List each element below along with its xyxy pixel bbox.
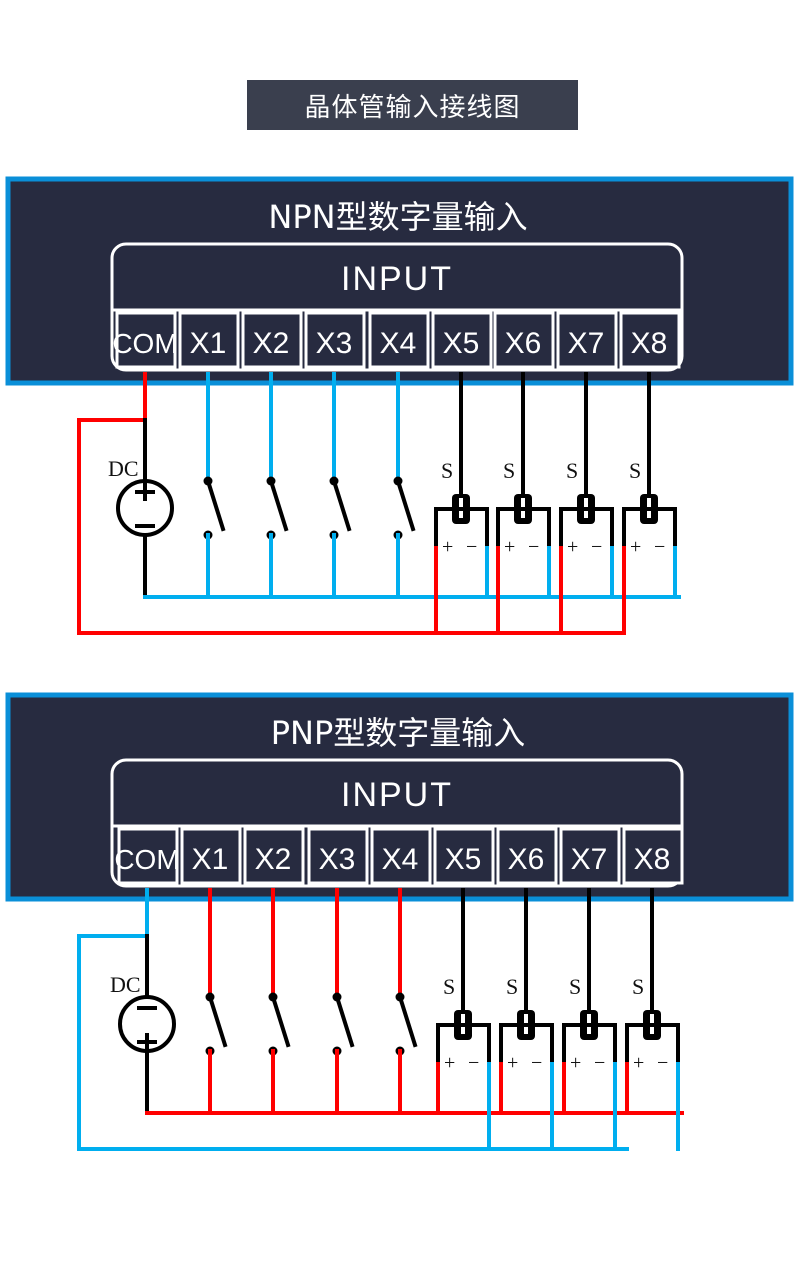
sensor-minus-label: −: [468, 1052, 479, 1074]
sensor-plus-label: +: [507, 1052, 518, 1074]
switch-blade-icon: [334, 994, 355, 1048]
terminal-x6: [496, 827, 558, 885]
terminal-x6: [493, 311, 555, 369]
sensor-plus-label: +: [504, 536, 515, 558]
terminal-label: X4: [380, 327, 417, 360]
terminal-label: X1: [192, 843, 229, 876]
terminal-label: X6: [508, 843, 545, 876]
sensor-signal-label: S: [506, 974, 518, 999]
sensor-signal-label: S: [566, 458, 578, 483]
switch-blade-icon: [397, 994, 418, 1048]
supply-loop-wire: [77, 934, 629, 1151]
sensor-bracket: [562, 1023, 617, 1066]
sensor-bracket: [436, 1023, 491, 1066]
panel-title: NPN型数字量输入: [268, 198, 527, 236]
terminal-x2: [243, 827, 305, 885]
terminal-label: X7: [568, 327, 605, 360]
sensor-signal-label: S: [632, 974, 644, 999]
switch-blade-icon: [268, 478, 289, 532]
terminal-x3: [307, 827, 369, 885]
sensor-plus-label: +: [633, 1052, 644, 1074]
switch-blade-icon: [331, 478, 352, 532]
terminal-x1: [178, 311, 240, 369]
sensor-signal-label: S: [629, 458, 641, 483]
sensor-bracket: [434, 507, 489, 550]
diagram-title: 晶体管输入接线图: [247, 80, 578, 130]
terminal-label: X4: [382, 843, 419, 876]
input-label: INPUT: [341, 260, 453, 298]
switch-blade-icon: [270, 994, 291, 1048]
input-label: INPUT: [341, 776, 453, 814]
sensor-minus-label: −: [531, 1052, 542, 1074]
terminal-x1: [180, 827, 242, 885]
terminal-com: [115, 311, 177, 369]
terminal-x4: [368, 311, 430, 369]
terminal-x8: [622, 827, 684, 885]
terminal-x5: [433, 827, 495, 885]
sensor-bracket: [625, 1023, 680, 1066]
terminal-label: X3: [316, 327, 353, 360]
sensor-bracket: [622, 507, 677, 550]
terminal-label: X6: [505, 327, 542, 360]
terminal-label: COM: [114, 844, 179, 875]
sensor-minus-label: −: [591, 536, 602, 558]
terminal-x2: [241, 311, 303, 369]
sensor-bracket: [496, 507, 551, 550]
sensor-plus-label: +: [442, 536, 453, 558]
sensor-signal-label: S: [441, 458, 453, 483]
terminal-label: X5: [445, 843, 482, 876]
terminal-label: X8: [631, 327, 668, 360]
terminal-x7: [559, 827, 621, 885]
terminal-x4: [370, 827, 432, 885]
sensor-plus-label: +: [444, 1052, 455, 1074]
sensor-minus-label: −: [594, 1052, 605, 1074]
terminal-x7: [556, 311, 618, 369]
terminal-label: X8: [634, 843, 671, 876]
terminal-label: X2: [253, 327, 290, 360]
sensor-plus-label: +: [630, 536, 641, 558]
terminal-com: [117, 827, 179, 885]
dc-label: DC: [110, 972, 141, 997]
terminal-label: X3: [319, 843, 356, 876]
sensor-signal-label: S: [443, 974, 455, 999]
sensor-signal-label: S: [569, 974, 581, 999]
terminal-x8: [619, 311, 681, 369]
sensor-plus-label: +: [567, 536, 578, 558]
terminal-x5: [431, 311, 493, 369]
panel-title: PNP型数字量输入: [271, 714, 526, 752]
terminal-label: X1: [190, 327, 227, 360]
sensor-minus-label: −: [528, 536, 539, 558]
dc-label: DC: [108, 456, 139, 481]
sensor-plus-label: +: [570, 1052, 581, 1074]
sensor-minus-label: −: [466, 536, 477, 558]
sensor-bracket: [499, 1023, 554, 1066]
terminal-label: X2: [255, 843, 292, 876]
supply-loop-wire: [77, 418, 626, 635]
switch-blade-icon: [395, 478, 416, 532]
terminal-label: COM: [112, 328, 177, 359]
terminal-label: X5: [443, 327, 480, 360]
switch-blade-icon: [207, 994, 228, 1048]
sensor-bracket: [559, 507, 614, 550]
terminal-label: X7: [571, 843, 608, 876]
sensor-minus-label: −: [657, 1052, 668, 1074]
sensor-signal-label: S: [503, 458, 515, 483]
terminal-x3: [304, 311, 366, 369]
sensor-minus-label: −: [654, 536, 665, 558]
switch-blade-icon: [205, 478, 226, 532]
